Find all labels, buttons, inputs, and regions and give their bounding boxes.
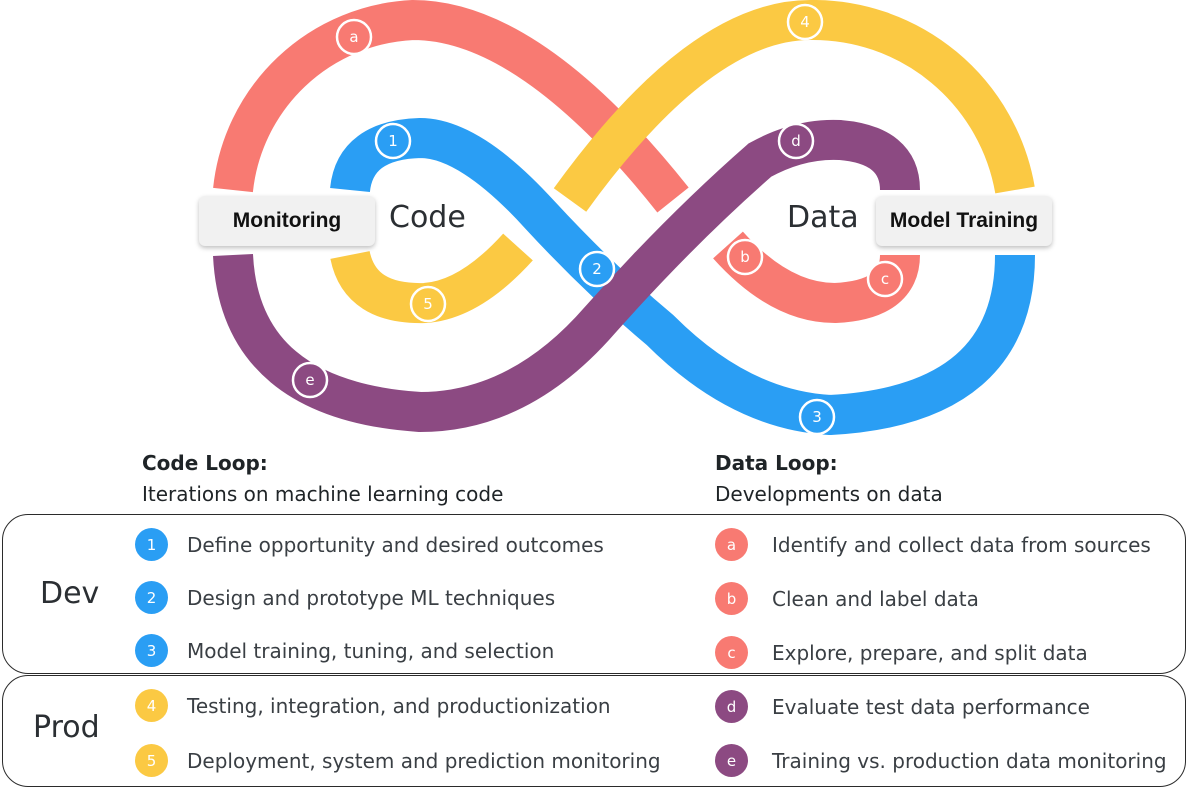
badge-1: 1 (135, 528, 168, 561)
dev-data-item-b: b Clean and label data (715, 582, 979, 615)
badge-e: e (715, 744, 748, 777)
dev-code-item-3: 3 Model training, tuning, and selection (135, 634, 554, 667)
blue-band (330, 117, 1035, 436)
marker-e: e (291, 361, 329, 399)
data-loop-heading: Data Loop: Developments on data (715, 448, 943, 510)
dev-code-item-2: 2 Design and prototype ML techniques (135, 581, 555, 614)
prod-code-item-5: 5 Deployment, system and prediction moni… (135, 744, 661, 777)
svg-text:c: c (881, 270, 889, 288)
svg-text:1: 1 (388, 132, 398, 150)
data-word: Data (787, 200, 859, 235)
dev-code-item-1: 1 Define opportunity and desired outcome… (135, 528, 604, 561)
infinity-loop-diagram: a 4 1 d 2 b c 5 (213, 0, 1035, 436)
yellow-band-outer (553, 0, 1035, 212)
svg-text:e: e (305, 371, 314, 389)
item-text: Training vs. production data monitoring (772, 748, 1167, 773)
badge-d: d (715, 690, 748, 723)
badge-a: a (715, 528, 748, 561)
item-text: Clean and label data (772, 586, 979, 611)
item-text: Identify and collect data from sources (772, 532, 1151, 557)
dev-data-item-a: a Identify and collect data from sources (715, 528, 1151, 561)
code-loop-title: Code Loop: (142, 451, 268, 475)
svg-text:3: 3 (812, 408, 822, 426)
svg-text:d: d (791, 132, 801, 150)
data-loop-title: Data Loop: (715, 451, 838, 475)
red-band-outer (213, 0, 689, 213)
badge-3: 3 (135, 634, 168, 667)
svg-text:4: 4 (800, 13, 810, 31)
prod-data-item-d: d Evaluate test data performance (715, 690, 1090, 723)
prod-data-item-e: e Training vs. production data monitorin… (715, 744, 1167, 777)
marker-3: 3 (798, 398, 836, 436)
marker-4: 4 (786, 3, 824, 41)
marker-d: d (777, 122, 815, 160)
svg-text:a: a (349, 28, 358, 46)
data-loop-subtitle: Developments on data (715, 482, 943, 506)
item-text: Deployment, system and prediction monito… (187, 748, 661, 773)
dev-panel (2, 514, 1186, 674)
badge-2: 2 (135, 581, 168, 614)
item-text: Evaluate test data performance (772, 694, 1090, 719)
item-text: Design and prototype ML techniques (187, 585, 556, 610)
prod-label: Prod (33, 710, 100, 745)
badge-5: 5 (135, 744, 168, 777)
marker-a: a (335, 18, 373, 56)
badge-b: b (715, 582, 748, 615)
code-loop-heading: Code Loop: Iterations on machine learnin… (142, 448, 503, 510)
marker-b: b (726, 238, 764, 276)
badge-c: c (715, 636, 748, 669)
prod-panel (2, 675, 1186, 787)
marker-5: 5 (409, 285, 447, 323)
item-text: Define opportunity and desired outcomes (187, 532, 604, 557)
marker-c: c (866, 260, 904, 298)
dev-label: Dev (40, 576, 100, 611)
badge-4: 4 (135, 689, 168, 722)
code-loop-subtitle: Iterations on machine learning code (142, 482, 504, 506)
marker-1: 1 (374, 122, 412, 160)
code-word: Code (389, 200, 466, 235)
prod-code-item-4: 4 Testing, integration, and productioniz… (135, 689, 611, 722)
item-text: Explore, prepare, and split data (772, 640, 1088, 665)
svg-text:5: 5 (423, 295, 433, 313)
dev-data-item-c: c Explore, prepare, and split data (715, 636, 1088, 669)
item-text: Model training, tuning, and selection (187, 638, 555, 663)
marker-2: 2 (578, 250, 616, 288)
svg-text:b: b (740, 248, 750, 266)
model-training-label: Model Training (876, 196, 1052, 246)
svg-text:2: 2 (592, 260, 602, 278)
item-text: Testing, integration, and productionizat… (187, 693, 611, 718)
monitoring-label: Monitoring (199, 196, 375, 246)
